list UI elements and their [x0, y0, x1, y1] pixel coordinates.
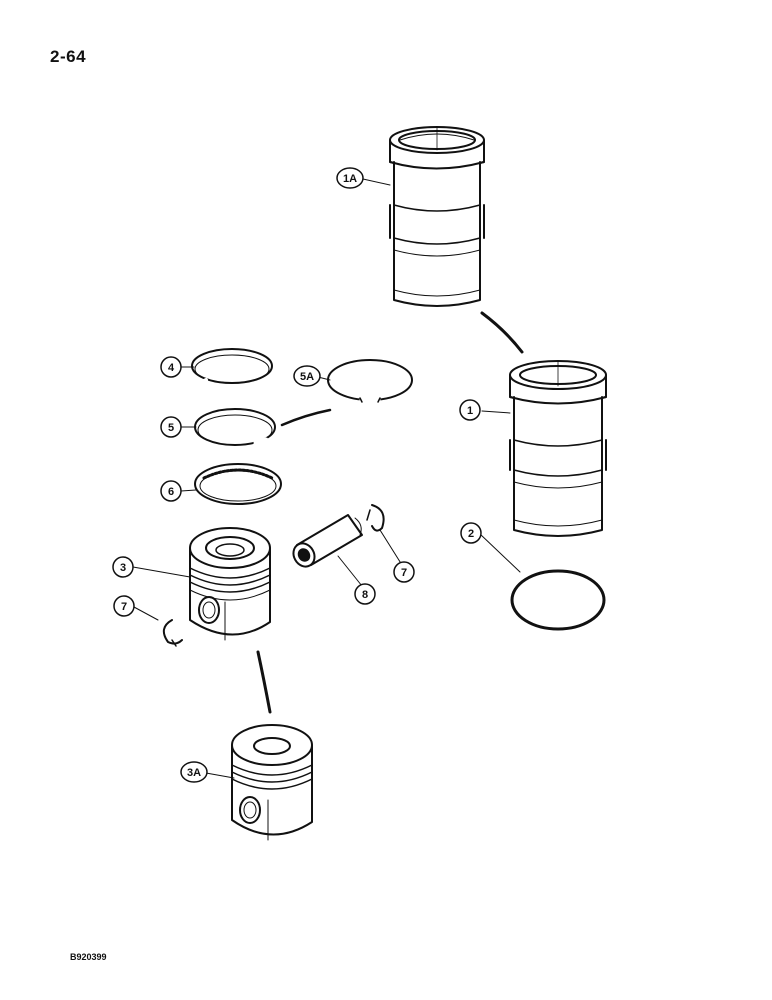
callout-5a: 5A [293, 365, 321, 387]
callout-1: 1 [459, 399, 481, 421]
connector-curve [256, 650, 272, 714]
callout-7-left: 7 [113, 595, 135, 617]
connector-curve [480, 311, 524, 354]
svg-text:2: 2 [468, 528, 474, 540]
piston-ring-6 [194, 463, 282, 505]
callout-7-right: 7 [393, 561, 415, 583]
callout-6: 6 [160, 480, 182, 502]
svg-text:5: 5 [168, 422, 174, 434]
piston-pin-8 [292, 514, 363, 568]
piston-ring-5a [327, 359, 413, 403]
svg-text:6: 6 [168, 486, 174, 498]
svg-text:3A: 3A [187, 767, 201, 779]
svg-text:7: 7 [401, 567, 407, 579]
callout-4: 4 [160, 356, 182, 378]
callout-3a: 3A [180, 761, 208, 783]
svg-text:7: 7 [121, 601, 127, 613]
svg-text:3: 3 [120, 562, 126, 574]
callout-8: 8 [354, 583, 376, 605]
connector-curve [280, 408, 332, 427]
piston-ring-4 [191, 348, 273, 386]
svg-text:5A: 5A [300, 371, 314, 383]
cylinder-liner-1a [389, 126, 485, 307]
callout-1a: 1A [336, 167, 364, 189]
callout-5: 5 [160, 416, 182, 438]
o-ring-2 [510, 569, 606, 631]
svg-text:8: 8 [362, 589, 368, 601]
cylinder-liner-1 [509, 360, 607, 537]
snap-ring-7-left [162, 619, 183, 645]
callout-3: 3 [112, 556, 134, 578]
svg-text:1: 1 [467, 405, 473, 417]
piston-ring-5 [194, 408, 276, 446]
figure-id: B920399 [70, 952, 107, 962]
piston-3 [189, 527, 271, 641]
callout-2: 2 [460, 522, 482, 544]
svg-text:1A: 1A [343, 173, 357, 185]
svg-text:4: 4 [168, 362, 175, 374]
snap-ring-7-right [371, 504, 385, 532]
piston-3a [231, 724, 313, 841]
callout-leaders [132, 178, 521, 779]
page-number: 2-64 [50, 47, 87, 66]
